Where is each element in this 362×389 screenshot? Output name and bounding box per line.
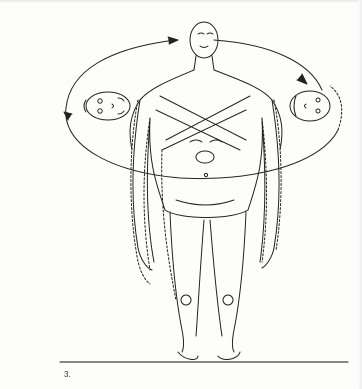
right-head: [290, 91, 330, 121]
arrow-icon: [64, 37, 307, 120]
rotation-orbit: [66, 40, 342, 179]
figure-number: 3.: [64, 370, 71, 379]
central-head: [190, 22, 218, 70]
ghost-outline: [131, 100, 281, 300]
torso: [130, 70, 282, 218]
left-head: [84, 92, 130, 120]
arms: [133, 100, 279, 270]
legs: [170, 212, 246, 359]
